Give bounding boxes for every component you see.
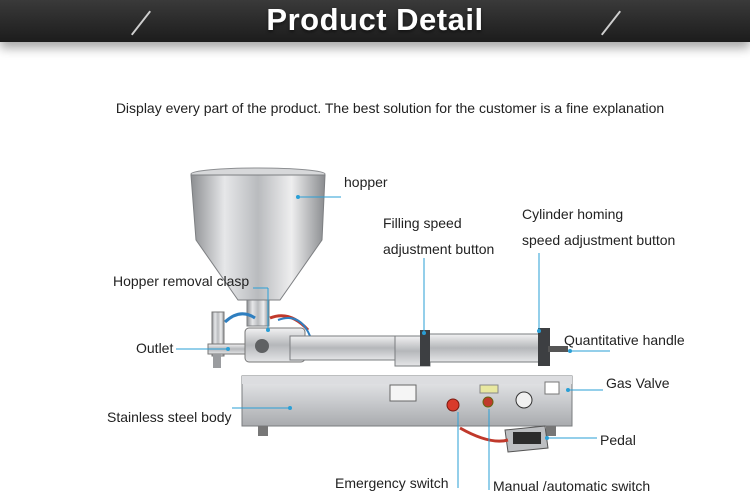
machine-body bbox=[241, 375, 573, 436]
label-hopper-clasp: Hopper removal clasp bbox=[113, 273, 250, 289]
page-title: Product Detail bbox=[266, 2, 484, 37]
label-gas-valve: Gas Valve bbox=[606, 375, 670, 391]
label-filling-speed-2: adjustment button bbox=[383, 241, 495, 257]
label-quantitative-handle: Quantitative handle bbox=[564, 332, 685, 348]
label-filling-speed-1: Filling speed bbox=[383, 215, 462, 231]
label-manual-switch: Manual /automatic switch bbox=[493, 478, 651, 494]
label-pedal: Pedal bbox=[600, 432, 636, 448]
label-hopper: hopper bbox=[344, 174, 388, 190]
pedal-shape bbox=[459, 425, 549, 453]
leader-lines bbox=[176, 196, 610, 490]
label-emergency-switch: Emergency switch bbox=[335, 475, 449, 491]
label-body: Stainless steel body bbox=[107, 409, 232, 425]
header-banner: Product Detail bbox=[0, 0, 750, 42]
outlet-nozzle bbox=[207, 311, 257, 368]
label-cylinder-2: speed adjustment button bbox=[522, 232, 676, 248]
main-cylinder bbox=[289, 328, 568, 367]
hopper-shape bbox=[190, 167, 326, 327]
label-outlet: Outlet bbox=[136, 340, 174, 356]
label-cylinder-1: Cylinder homing bbox=[522, 206, 624, 222]
intro-text: Display every part of the product. The b… bbox=[115, 100, 665, 116]
leader-dots bbox=[226, 195, 572, 440]
